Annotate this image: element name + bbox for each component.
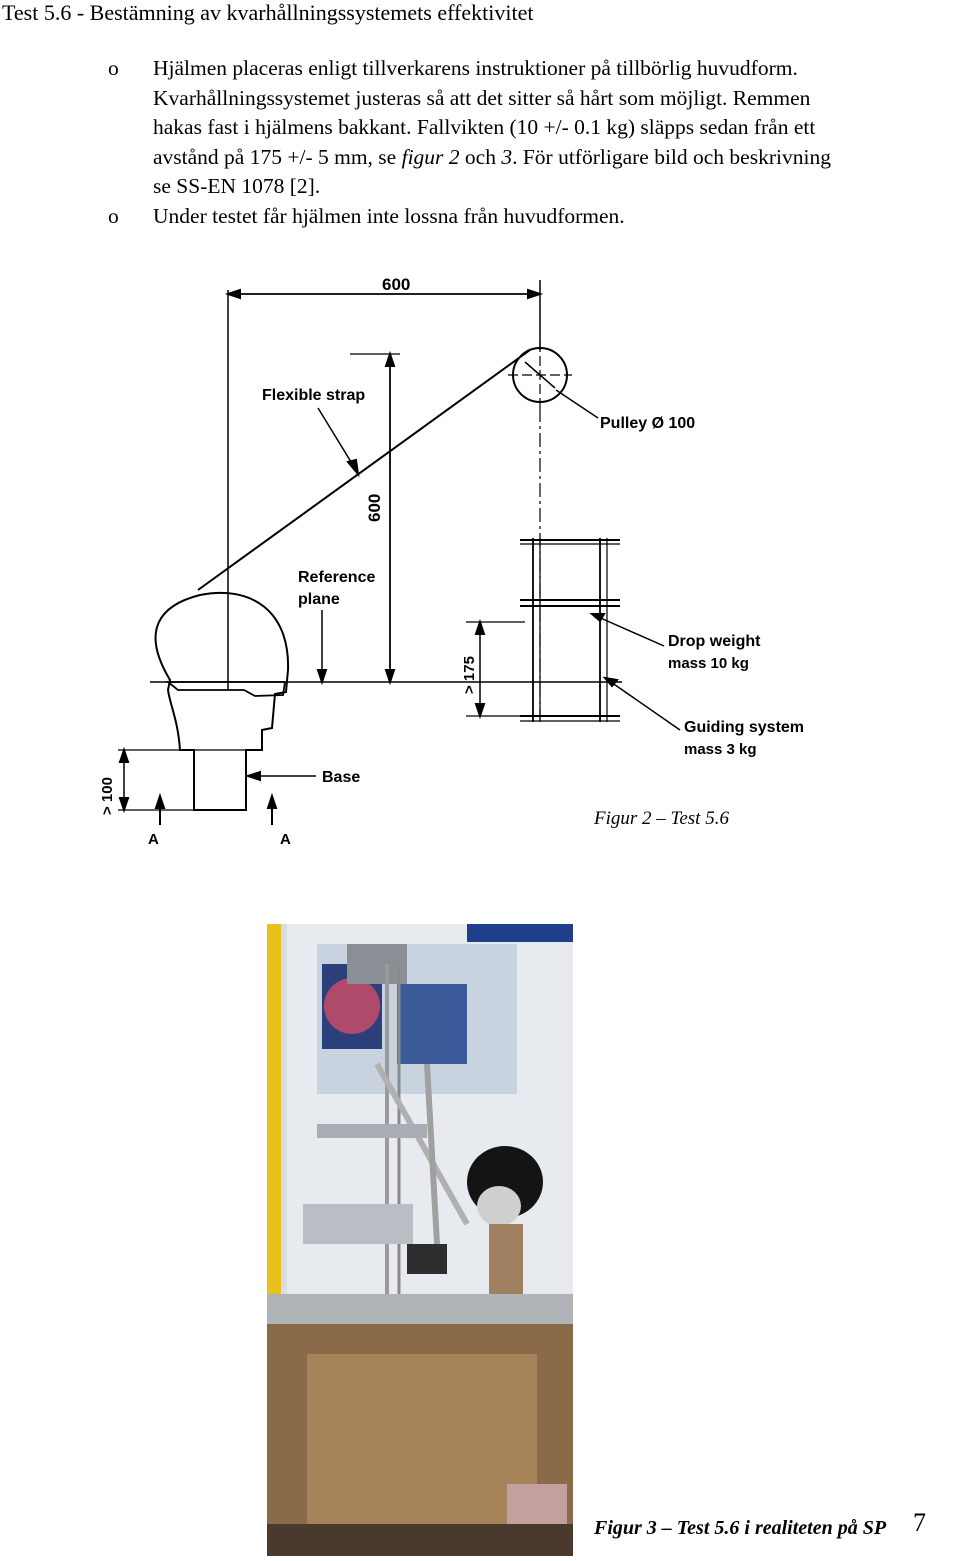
drop-weight-label-2: mass 10 kg (668, 655, 749, 672)
guiding-system-label-2: mass 3 kg (684, 741, 757, 758)
dim-175-label: > 175 (461, 656, 478, 694)
bullet-line: avstånd på 175 +/- 5 mm, se figur 2 och … (153, 143, 958, 173)
arrowhead (474, 618, 486, 635)
arrowhead (384, 350, 396, 367)
bullet-marker: o (108, 203, 119, 228)
text-span: avstånd på 175 +/- 5 mm, se (153, 144, 402, 169)
figure-ref: 3 (501, 144, 513, 169)
text-span: och (459, 144, 502, 169)
arrowhead (527, 288, 544, 300)
figure-3-caption: Figur 3 – Test 5.6 i realiteten på SP (594, 1517, 887, 1539)
figure-3-photo (267, 924, 573, 1556)
helmet-edge (165, 681, 287, 697)
bullet-marker: o (108, 56, 119, 80)
arrowhead (118, 746, 130, 763)
reference-plane-label-1: Reference (298, 569, 375, 586)
arrowhead (118, 797, 130, 814)
section-a-right: A (280, 831, 291, 848)
leader-line (595, 615, 665, 647)
arrowhead (589, 613, 606, 623)
leader-line (555, 389, 599, 419)
bullet-line: se SS-EN 1078 [2]. (153, 174, 321, 198)
bullet-item: o Hjälmen placeras enligt tillverkarens … (108, 54, 958, 202)
guiding-system-label-1: Guiding system (684, 719, 804, 736)
text-span: . För utförligare bild och beskrivning (512, 144, 831, 169)
arrowhead (474, 703, 486, 720)
section-a-left: A (148, 831, 159, 848)
dim-100-label: > 100 (99, 777, 116, 815)
leader-line (607, 679, 681, 731)
bullet-line: hakas fast i hjälmens bakkant. Fallvikte… (153, 115, 816, 139)
page-number: 7 (913, 1508, 926, 1537)
arrowhead (154, 792, 166, 809)
figure-2-caption: Figur 2 – Test 5.6 (594, 808, 729, 829)
figure-2-drawing: 600 Pulley Ø 100 Flexible strap 600 Refe… (99, 275, 804, 848)
pulley-radius (524, 361, 556, 389)
base-label: Base (322, 769, 360, 786)
bullet-line: Hjälmen placeras enligt tillverkarens in… (153, 56, 798, 80)
arrowhead (224, 288, 241, 300)
dim-vertical-label: 600 (365, 494, 384, 522)
bullet-list: o Hjälmen placeras enligt tillverkarens … (108, 54, 958, 231)
page-heading: Test 5.6 - Bestämning av kvarhållningssy… (2, 0, 534, 25)
bullet-item: o Under testet får hjälmen inte lossna f… (108, 202, 958, 232)
headform (154, 591, 290, 811)
leader-line (317, 407, 357, 471)
flexible-strap (197, 349, 531, 591)
bullet-line: Under testet får hjälmen inte lossna frå… (153, 203, 625, 228)
arrowhead (384, 669, 396, 686)
arrowhead (602, 676, 619, 688)
figure-ref: figur 2 (401, 144, 460, 169)
photo-illustration (267, 924, 573, 1556)
flexible-strap-label: Flexible strap (262, 387, 365, 404)
dim-top-label: 600 (382, 275, 410, 294)
drop-weight-label-1: Drop weight (668, 633, 761, 650)
arrowhead (244, 770, 261, 782)
reference-plane-label-2: plane (298, 591, 340, 608)
arrowhead (266, 792, 278, 809)
pulley-label: Pulley Ø 100 (600, 415, 695, 432)
arrowhead (346, 458, 360, 478)
arrowhead (316, 669, 328, 686)
bullet-line: Kvarhållningssystemet justeras så att de… (153, 85, 811, 110)
